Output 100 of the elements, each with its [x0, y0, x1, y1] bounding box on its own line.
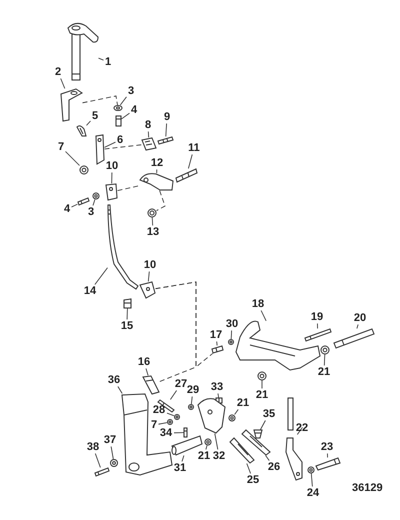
- callout-number: 3: [126, 84, 136, 98]
- leader-line: [324, 354, 326, 366]
- callout-number: 15: [119, 320, 135, 332]
- leader-line: [234, 409, 239, 415]
- callout-number: 21: [316, 366, 332, 378]
- leader-line: [165, 123, 167, 137]
- leader-line: [265, 455, 270, 461]
- bracket-drawing: [198, 398, 226, 434]
- callout-number: 1: [104, 56, 112, 68]
- leader-line: [218, 393, 219, 398]
- lever-drawing: [121, 393, 173, 476]
- leader-line: [104, 142, 116, 148]
- shaft-drawing: [68, 22, 98, 80]
- leader-line: [206, 445, 208, 450]
- callout-number: 29: [185, 384, 201, 396]
- spring-drawing: [141, 137, 157, 151]
- callout-number: 38: [85, 440, 101, 454]
- lever-drawing: [140, 173, 174, 190]
- leader-line: [60, 78, 66, 89]
- callout-number: 21: [196, 450, 212, 462]
- callout-number: 22: [294, 422, 310, 434]
- leader-line: [174, 432, 184, 434]
- leader-line: [170, 390, 177, 400]
- leader-line: [71, 204, 78, 208]
- clip-drawing: [76, 125, 86, 136]
- callout-number: 18: [250, 298, 266, 310]
- callout-number: 25: [245, 474, 261, 486]
- leader-line: [188, 154, 193, 169]
- bolt-drawing: [124, 298, 132, 308]
- leader-line: [296, 426, 303, 435]
- callout-number: 26: [266, 460, 282, 474]
- block-drawing: [105, 183, 118, 201]
- pin-drawing: [142, 375, 160, 395]
- leader-line: [126, 308, 128, 320]
- bolt-drawing: [315, 457, 341, 471]
- callout-number: 4: [62, 202, 72, 216]
- leader-line: [356, 324, 358, 329]
- leader-line: [158, 422, 168, 425]
- pin-drawing: [184, 428, 188, 438]
- leader-line: [310, 473, 313, 487]
- leader-line: [317, 323, 318, 329]
- nut-drawing: [148, 208, 156, 218]
- callout-number: 35: [261, 408, 277, 420]
- leader-line: [260, 420, 266, 430]
- bolt-drawing: [94, 467, 110, 477]
- callout-number: 12: [149, 156, 165, 170]
- callout-number: 23: [319, 440, 335, 454]
- leader-line: [98, 58, 104, 60]
- callout-number: 2: [54, 66, 62, 78]
- callout-number: 20: [352, 312, 368, 324]
- assembly-line: [82, 96, 118, 106]
- nut-drawing: [167, 419, 173, 425]
- nut-drawing: [228, 414, 236, 422]
- stud-drawing: [175, 168, 198, 183]
- plate-drawing: [241, 429, 271, 456]
- callout-number: 10: [104, 160, 120, 172]
- leader-line: [110, 446, 114, 460]
- callout-number: 34: [158, 426, 174, 440]
- callout-number: 28: [151, 404, 167, 416]
- figure-number: 36129: [352, 482, 383, 494]
- bracket-drawing: [60, 88, 83, 122]
- callout-number: 21: [235, 396, 251, 410]
- leader-line: [121, 112, 130, 120]
- callout-number: 36: [106, 374, 122, 386]
- leader-line: [182, 455, 184, 462]
- pin-drawing: [304, 328, 332, 342]
- leader-line: [166, 412, 174, 416]
- washer-drawing: [92, 192, 100, 200]
- lever-drawing: [95, 134, 105, 165]
- callout-number: 6: [116, 134, 124, 146]
- leader-line: [260, 310, 266, 322]
- callout-number: 7: [150, 418, 158, 432]
- screw-drawing: [253, 430, 263, 438]
- leader-line: [146, 368, 148, 376]
- assembly-line: [155, 282, 213, 368]
- callout-number: 9: [162, 110, 172, 124]
- leader-line: [94, 267, 108, 285]
- callout-number: 31: [172, 462, 188, 474]
- screw-drawing: [77, 197, 90, 206]
- callout-number: 19: [309, 310, 325, 324]
- leader-line: [120, 96, 127, 106]
- washer-drawing: [114, 105, 122, 111]
- callout-number: 16: [136, 356, 152, 368]
- leader-line: [152, 217, 154, 226]
- rod-drawing: [108, 204, 138, 290]
- leader-line: [111, 172, 112, 184]
- assembly-line: [117, 185, 140, 191]
- washer-drawing: [228, 339, 234, 345]
- leader-line: [327, 453, 328, 458]
- leader-line: [118, 386, 123, 394]
- leader-line: [148, 131, 150, 138]
- leader-line: [65, 151, 80, 166]
- block-drawing: [139, 281, 156, 299]
- leader-line: [246, 463, 251, 474]
- leader-line: [92, 199, 96, 206]
- callout-number: 8: [144, 118, 152, 132]
- plate-drawing: [229, 437, 255, 464]
- callout-number: 17: [208, 328, 224, 342]
- washer-drawing: [110, 459, 118, 467]
- callout-number: 21: [254, 388, 270, 402]
